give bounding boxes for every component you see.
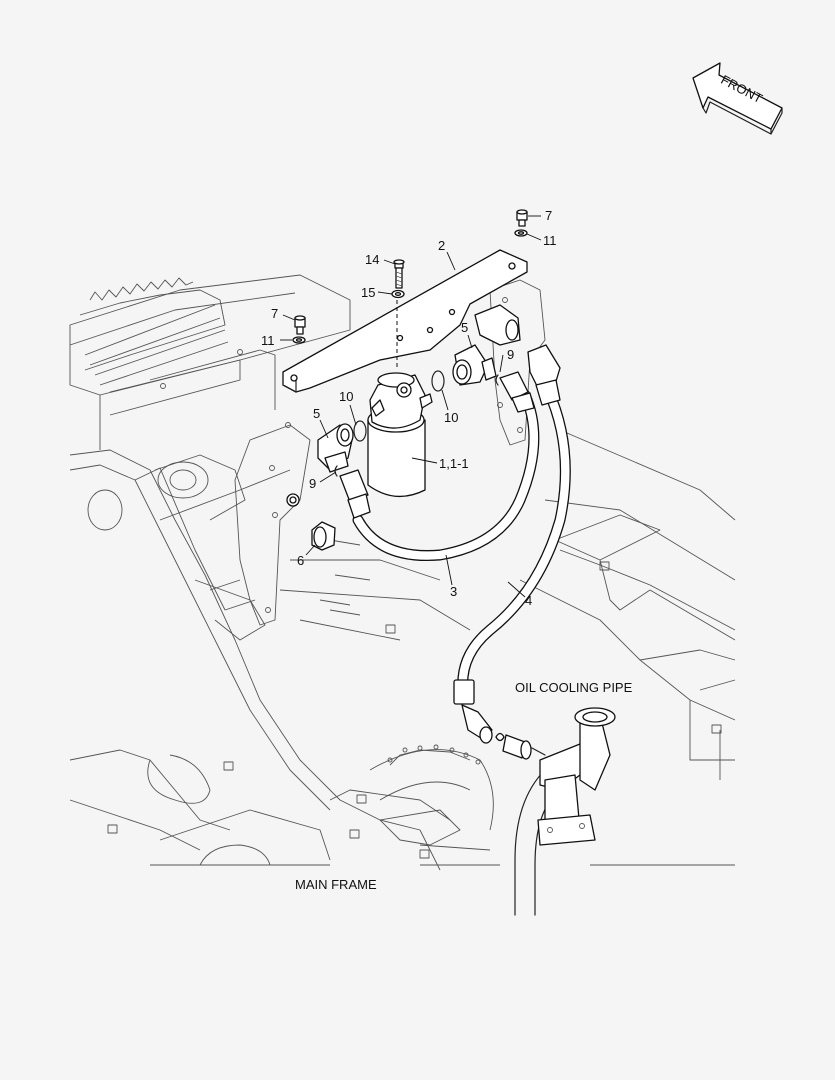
elbow-part-5-right [452,344,497,386]
callout-2: 2 [438,238,445,253]
callout-4: 4 [525,593,532,608]
main-frame-drawing [69,274,736,871]
callout-10-right: 10 [444,410,458,425]
bolt-part-14 [393,259,405,289]
callout-5-left: 5 [313,406,320,421]
elbow-part-5-left [317,423,354,473]
bolt-part-7-left [294,315,306,335]
filter-part-1 [367,372,433,497]
callout-10-left: 10 [339,389,353,404]
front-arrow-icon: FRONT [692,62,783,135]
callout-11-top: 11 [543,233,557,248]
main-frame-label: MAIN FRAME [295,877,377,892]
callout-9-right: 9 [507,347,514,362]
connector-part-6 [286,493,336,551]
callout-14: 14 [365,252,379,267]
washer-part-11-top [514,229,528,237]
right-port-boss [474,304,521,346]
oil-cooling-pipe [514,707,616,916]
callout-7-top: 7 [545,208,552,223]
callout-5-right: 5 [461,320,468,335]
callout-11-left: 11 [261,333,275,348]
bolt-part-7-top [516,209,528,227]
hose-part-4 [457,384,571,696]
hose-4-lower-fittings [453,679,546,760]
hose-upper-fittings [339,344,561,519]
callout-15: 15 [361,285,375,300]
callout-9-left: 9 [309,476,316,491]
callout-6: 6 [297,553,304,568]
washer-part-11-left [292,336,306,344]
bracket-part-2 [282,249,528,393]
washer-part-15 [391,289,405,299]
oil-cooling-pipe-label: OIL COOLING PIPE [515,680,633,695]
callout-leaders [280,215,542,598]
callout-7-left: 7 [271,306,278,321]
hose-part-3 [352,389,540,562]
seals-part-9 [334,374,499,477]
callout-numbers: 7 11 2 14 15 7 11 5 9 10 10 5 1,1-1 9 6 … [261,208,557,608]
callout-3: 3 [450,584,457,599]
o-rings-part-10 [353,370,445,442]
callout-1: 1,1-1 [439,456,469,471]
